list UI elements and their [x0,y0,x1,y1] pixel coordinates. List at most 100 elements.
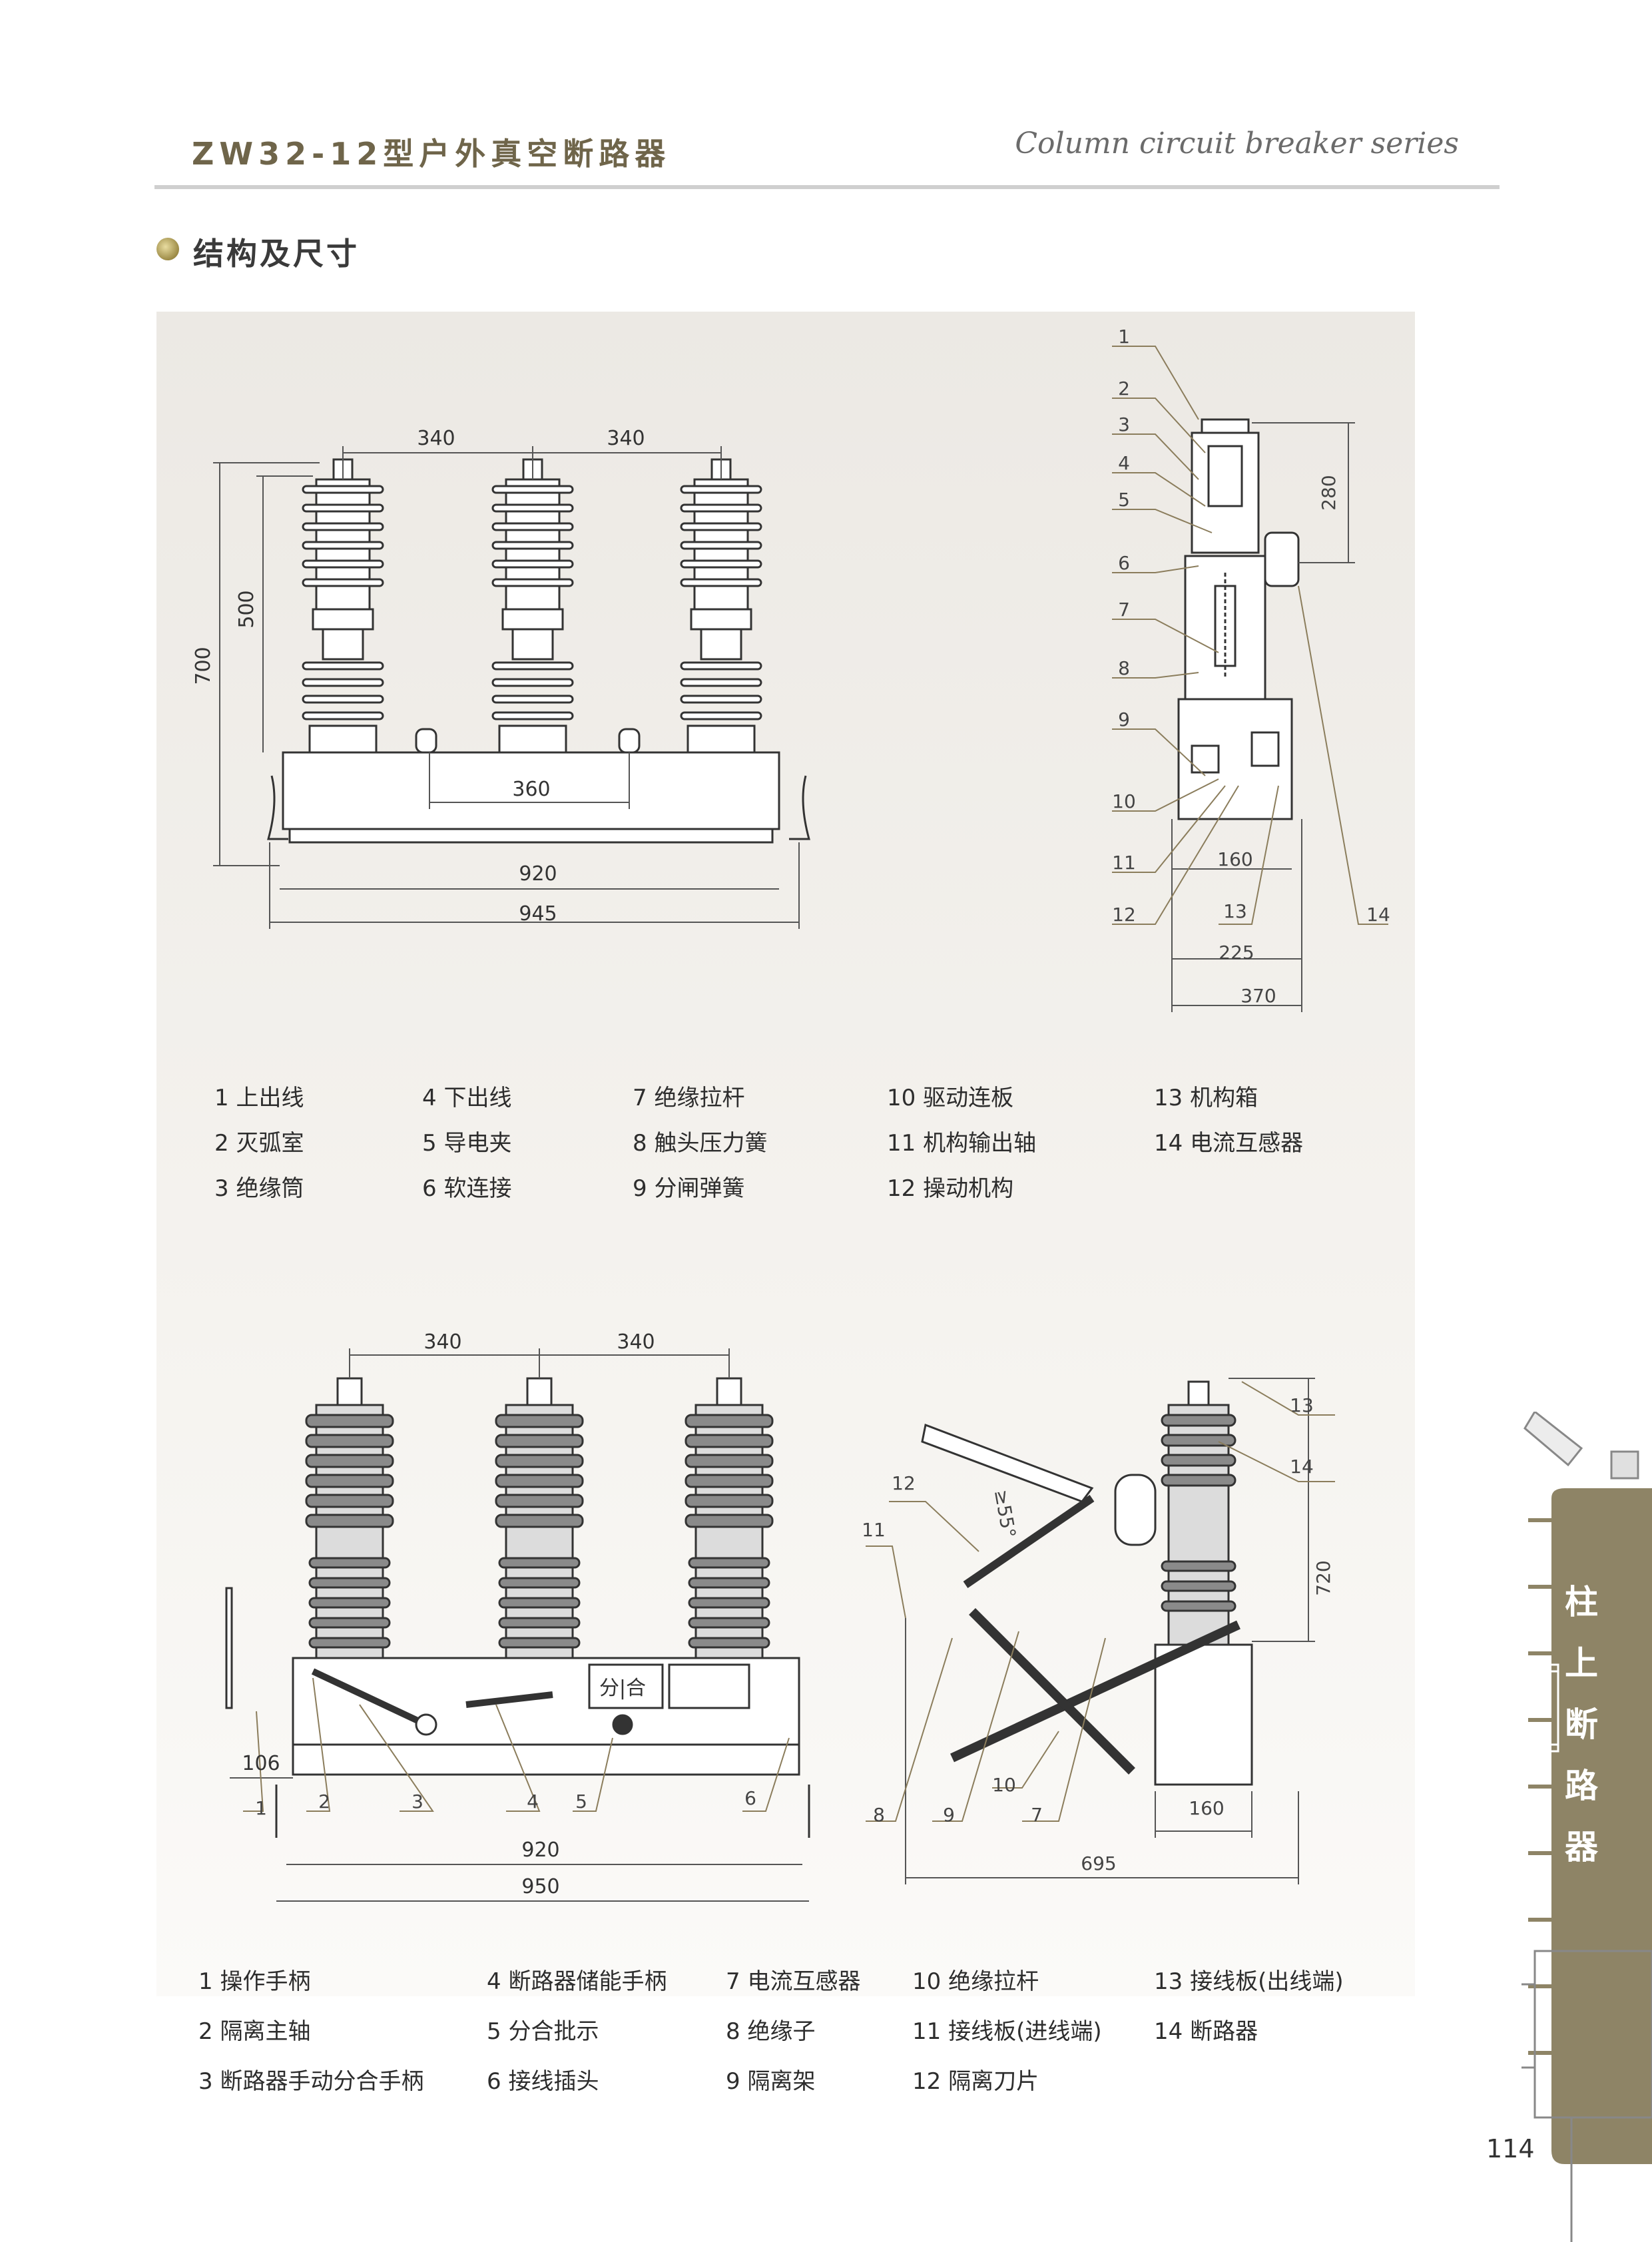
legend2-item-2: 2 隔离主轴 [198,2018,311,2045]
side-tab-label: 柱 上 断 路 器 [1565,1571,1598,1878]
side-tab-graphic [1521,1412,1652,2242]
dim-f2-340a: 340 [423,1330,461,1354]
callout-f1-9: 9 [1118,708,1130,730]
figure1-side-section [1112,346,1388,1012]
callout-f2-3: 3 [412,1791,423,1813]
callout-f1-3: 3 [1118,414,1130,435]
legend1-item-3: 3 绝缘筒 [214,1175,304,1202]
legend1-item-4: 4 下出线 [422,1085,512,1111]
legend2-item-7: 7 电流互感器 [726,1968,861,1995]
dim-f2-720: 720 [1312,1560,1334,1595]
legend2-item-10: 10 绝缘拉杆 [912,1968,1039,1995]
callout-f2-10: 10 [992,1774,1016,1796]
legend1-item-7: 7 绝缘拉杆 [633,1085,745,1111]
dim-f1-700: 700 [192,647,215,685]
dim-f2-angle: ≥55° [990,1488,1020,1540]
figure2-side-view [866,1378,1335,1884]
legend1-item-2: 2 灭弧室 [214,1130,304,1157]
side-tab-char-2: 上 [1565,1644,1598,1683]
dim-f1-500: 500 [235,590,258,628]
legend1-item-6: 6 软连接 [422,1175,512,1202]
callout-f1-12: 12 [1112,904,1136,926]
legend1-item-10: 10 驱动连板 [887,1085,1014,1111]
legend2-item-3: 3 断路器手动分合手柄 [198,2068,424,2095]
pole-1 [302,458,384,754]
dim-f1-160: 160 [1217,848,1252,870]
legend2-item-6: 6 接线插头 [487,2068,599,2095]
page-number: 114 [1486,2134,1535,2163]
callout-f1-1: 1 [1118,326,1130,348]
callout-f2-13: 13 [1290,1394,1314,1416]
callout-f2-6: 6 [744,1787,756,1809]
pole-2 [491,458,574,754]
callout-f2-2: 2 [318,1791,330,1813]
callout-f2-8: 8 [873,1804,885,1826]
legend1-item-1: 1 上出线 [214,1085,304,1111]
dim-f2-920: 920 [521,1838,559,1862]
dim-f1-340a: 340 [417,427,455,450]
legend1-item-5: 5 导电夹 [422,1130,512,1157]
dim-f2-950: 950 [521,1875,559,1898]
callout-f2-9: 9 [943,1804,955,1826]
callout-f1-2: 2 [1118,378,1130,400]
legend1-item-12: 12 操动机构 [887,1175,1014,1202]
legend2-item-13: 13 接线板(出线端) [1154,1968,1344,1995]
dim-f1-280: 280 [1318,475,1340,510]
legend2-item-5: 5 分合批示 [487,2018,599,2045]
section-title: 结构及尺寸 [193,236,360,272]
dim-f2-340b: 340 [617,1330,655,1354]
legend1-item-11: 11 机构输出轴 [887,1130,1037,1157]
legend2-item-11: 11 接线板(进线端) [912,2018,1102,2045]
side-tab-char-4: 路 [1565,1767,1598,1805]
callout-f2-14: 14 [1290,1456,1314,1478]
callout-f2-11: 11 [862,1519,886,1541]
callout-f2-7: 7 [1031,1804,1043,1826]
callout-f2-5: 5 [575,1791,587,1813]
callout-f2-12: 12 [892,1472,916,1494]
callout-f1-5: 5 [1118,489,1130,511]
dim-f2-160: 160 [1189,1797,1224,1819]
legend2-item-9: 9 隔离架 [726,2068,816,2095]
legend1-item-14: 14 电流互感器 [1154,1130,1304,1157]
dim-f1-225: 225 [1219,942,1254,964]
side-tab-char-1: 柱 [1565,1583,1598,1621]
callout-f1-14: 14 [1366,904,1390,926]
dim-f2-106: 106 [242,1752,280,1775]
side-tab-char-5: 器 [1565,1828,1598,1866]
f2-pole-3 [685,1377,774,1673]
callout-f1-13: 13 [1223,900,1247,922]
pole-3 [680,458,762,754]
legend2-item-12: 12 隔离刀片 [912,2068,1039,2095]
dim-f1-370: 370 [1240,985,1276,1007]
legend2-item-4: 4 断路器储能手柄 [487,1968,667,1995]
section-bullet-icon [156,238,179,260]
dim-f2-695: 695 [1081,1852,1116,1874]
callout-f1-7: 7 [1118,599,1130,621]
dim-f1-360: 360 [512,778,550,801]
legend1-item-8: 8 触头压力簧 [633,1130,768,1157]
page-header-subtitle: Column circuit breaker series [1015,127,1459,160]
callout-f2-4: 4 [527,1791,539,1813]
callout-f1-11: 11 [1112,852,1136,874]
legend2-item-14: 14 断路器 [1154,2018,1258,2045]
legend1-item-9: 9 分闸弹簧 [633,1175,745,1202]
page-header-title: ZW32-12型户外真空断路器 [192,136,671,172]
f2-pole-1 [305,1377,394,1673]
legend2-item-1: 1 操作手柄 [198,1968,311,1995]
figure2-front-view [225,1348,810,1902]
figure1-front-view [213,446,810,929]
callout-f1-4: 4 [1118,452,1130,474]
dim-f1-945: 945 [519,902,557,926]
legend2-item-8: 8 绝缘子 [726,2018,816,2045]
callout-f1-6: 6 [1118,552,1130,574]
f2-pole-2 [495,1377,584,1673]
callout-f1-8: 8 [1118,657,1130,679]
callout-f1-10: 10 [1112,790,1136,812]
callout-f2-1: 1 [255,1797,267,1819]
dim-f1-340b: 340 [607,427,645,450]
header-rule [154,185,1500,189]
side-tab-char-3: 断 [1565,1705,1598,1744]
plate-text-fen-he: 分|合 [599,1677,646,1700]
dim-f1-920: 920 [519,862,557,886]
